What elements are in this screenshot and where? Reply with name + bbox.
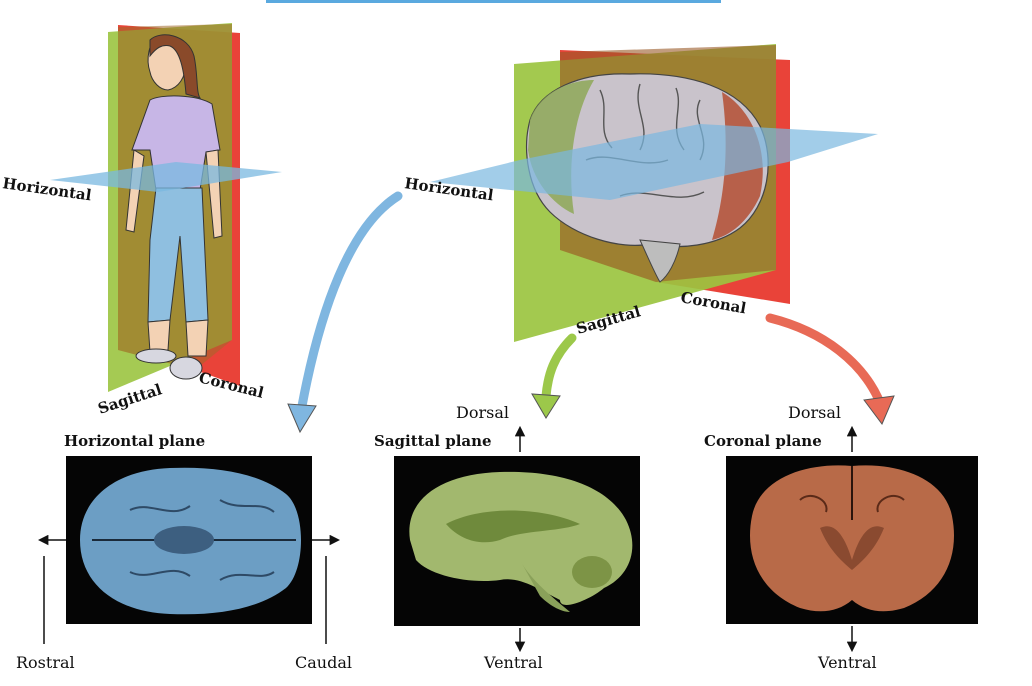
caudal-label: Caudal <box>295 653 352 672</box>
body-sagittal-label: Sagittal <box>96 380 165 418</box>
brain-planes-illustration <box>430 44 878 342</box>
top-bar <box>266 0 721 3</box>
person-planes-illustration <box>50 23 282 392</box>
coronal-panel-title: Coronal plane <box>704 432 822 450</box>
sagittal-brain-section <box>409 471 633 612</box>
coronal-dorsal-label: Dorsal <box>788 403 841 422</box>
horizontal-panel-title: Horizontal plane <box>64 432 205 450</box>
horizontal-arrow <box>297 191 403 411</box>
sagittal-dorsal-label: Dorsal <box>456 403 509 422</box>
coronal-arrow <box>765 313 883 403</box>
rostral-label: Rostral <box>16 653 75 672</box>
sagittal-panel-title: Sagittal plane <box>374 432 492 450</box>
body-horizontal-plane <box>50 162 282 192</box>
sagittal-arrow <box>541 333 577 401</box>
sagittal-ventral-label: Ventral <box>483 653 543 672</box>
coronal-brain-section <box>750 465 954 612</box>
coronal-ventral-label: Ventral <box>817 653 877 672</box>
horizontal-brain-section <box>80 467 301 615</box>
brain-horizontal-plane <box>430 124 878 200</box>
